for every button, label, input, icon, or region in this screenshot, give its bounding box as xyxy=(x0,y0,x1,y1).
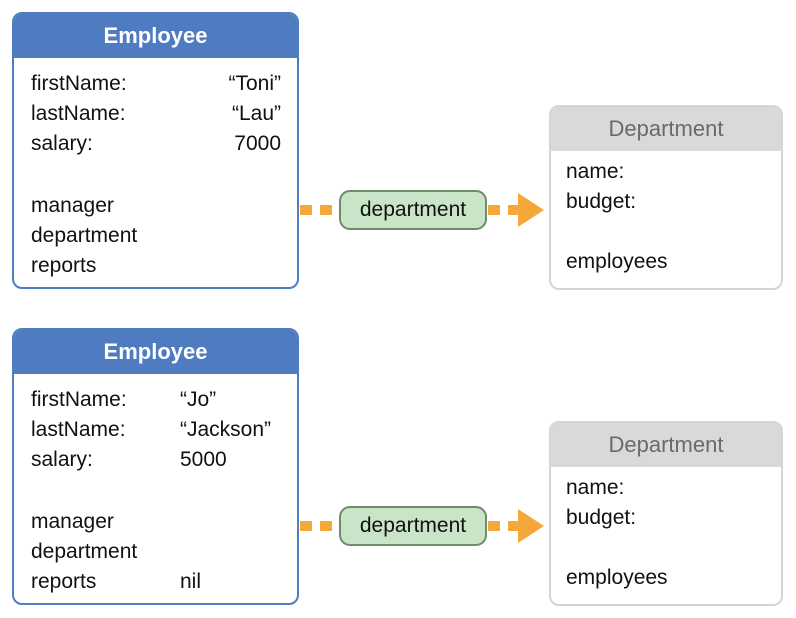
attribute-label-lastname: lastName: xyxy=(31,102,126,125)
employee-entity-top: Employee firstName: “Toni” lastName: “La… xyxy=(12,12,299,289)
entity-title: Department xyxy=(551,107,781,151)
attribute-label-salary: salary: xyxy=(31,448,93,471)
attribute-value-lastname: “Lau” xyxy=(231,102,281,125)
attribute-label-name: name: xyxy=(566,476,625,499)
relationship-value-reports: nil xyxy=(180,570,202,593)
arrowhead-icon xyxy=(518,193,544,227)
entity-title: Employee xyxy=(14,14,297,58)
relationship-label-manager: manager xyxy=(31,510,114,533)
relationship-pill-department: department xyxy=(339,506,487,546)
attribute-label-name: name: xyxy=(566,160,625,183)
relationship-label-reports: reports xyxy=(31,254,97,277)
relationship-label-department: department xyxy=(31,224,138,247)
attribute-value-lastname: “Jackson” xyxy=(180,418,272,441)
attribute-label-salary: salary: xyxy=(31,132,93,155)
attribute-value-firstname: “Jo” xyxy=(180,388,217,411)
attribute-value-firstname: “Toni” xyxy=(228,72,281,95)
attribute-value-salary: 7000 xyxy=(234,132,281,155)
entity-title: Department xyxy=(551,423,781,467)
entity-title: Employee xyxy=(14,330,297,374)
relationship-label-reports: reports xyxy=(31,570,97,593)
relationship-label-department: department xyxy=(31,540,138,563)
bottom-department-arrow xyxy=(300,509,544,543)
attribute-value-salary: 5000 xyxy=(180,448,227,471)
attribute-label-lastname: lastName: xyxy=(31,418,126,441)
top-department-arrow xyxy=(300,193,544,227)
employee-entity-bottom: Employee firstName: “Jo” lastName: “Jack… xyxy=(12,328,299,605)
attribute-label-budget: budget: xyxy=(566,190,637,213)
attribute-label-firstname: firstName: xyxy=(31,72,127,95)
attribute-label-budget: budget: xyxy=(566,506,637,529)
arrowhead-icon xyxy=(518,509,544,543)
relationship-pill-department: department xyxy=(339,190,487,230)
relationship-label-employees: employees xyxy=(566,250,668,273)
department-entity-top: Department name: budget: employees xyxy=(549,105,783,290)
department-entity-bottom: Department name: budget: employees xyxy=(549,421,783,606)
attribute-label-firstname: firstName: xyxy=(31,388,127,411)
relationship-label-employees: employees xyxy=(566,566,668,589)
relationship-label-manager: manager xyxy=(31,194,114,217)
